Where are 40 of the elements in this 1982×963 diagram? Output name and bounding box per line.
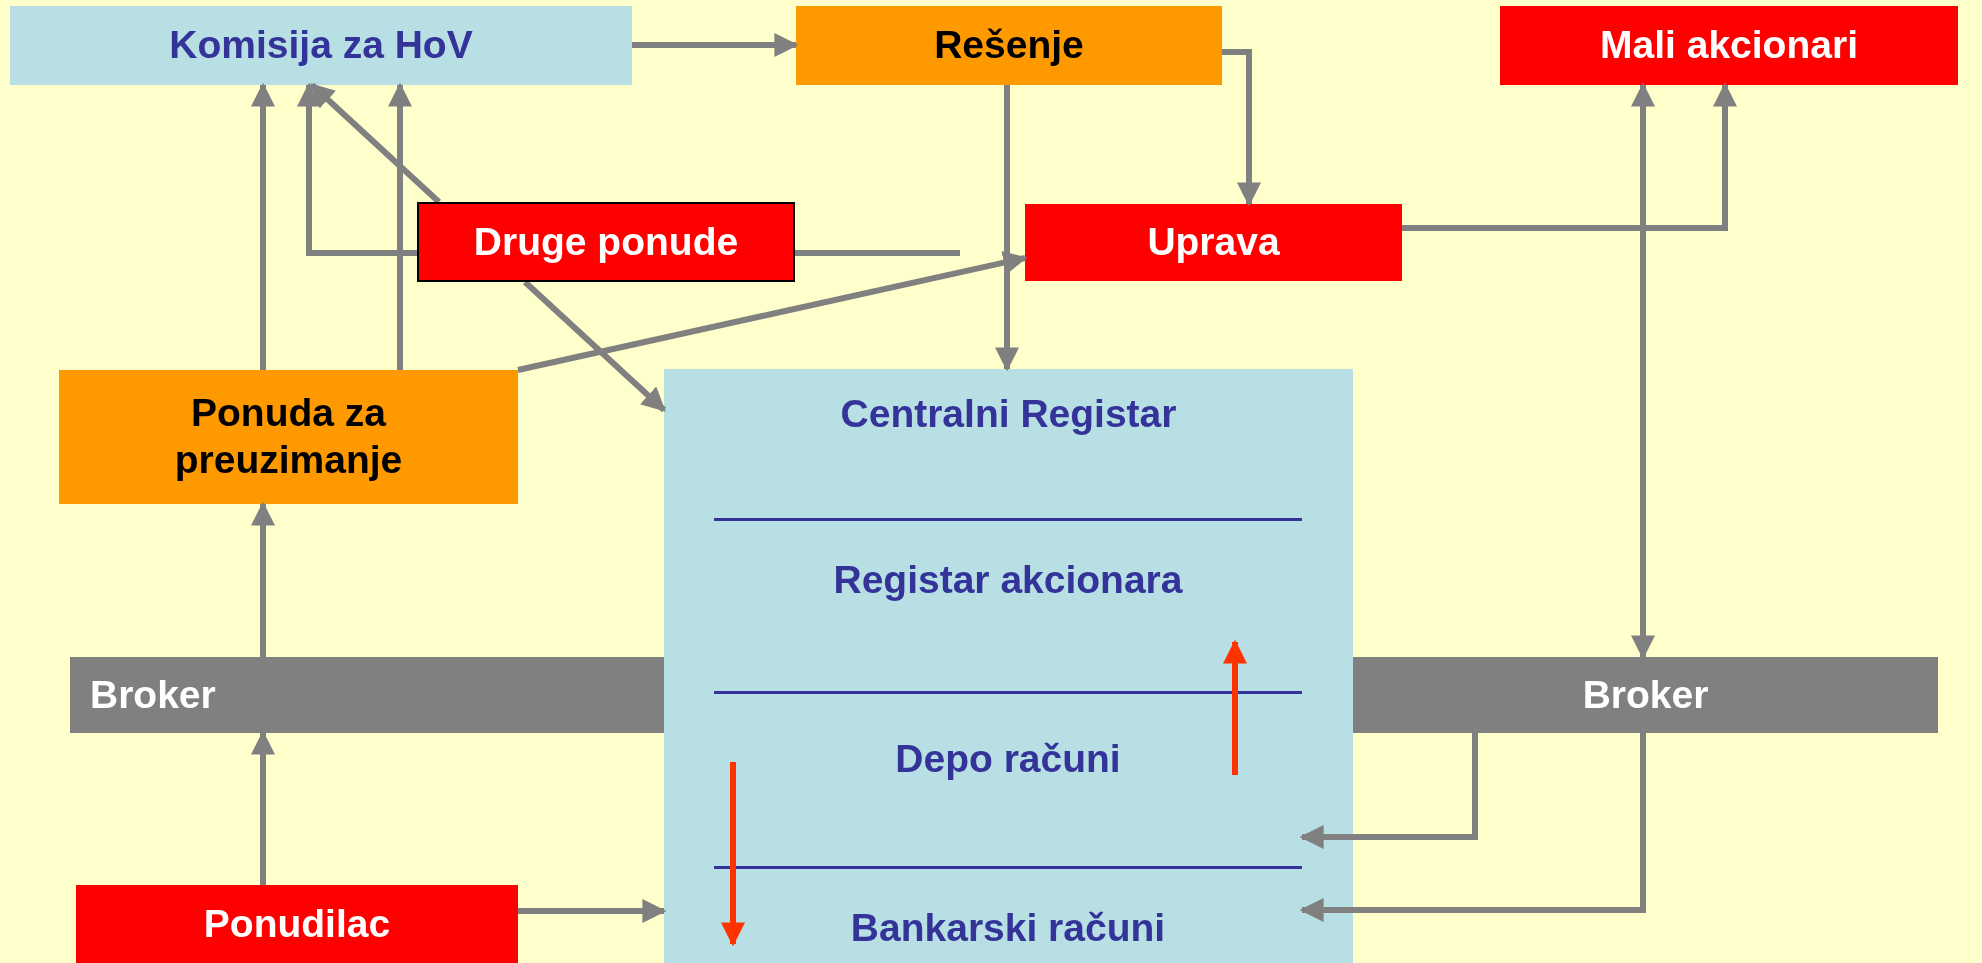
process-box	[796, 6, 1222, 85]
broker-bar	[1353, 657, 1938, 733]
process-box	[59, 370, 518, 504]
arrow	[309, 82, 442, 205]
node-label: Druge ponude	[473, 218, 739, 265]
arrow	[517, 250, 1028, 373]
node-label: Broker	[90, 671, 216, 718]
node-label: Ponudilac	[203, 900, 391, 947]
arrow	[632, 33, 799, 57]
process-box	[10, 6, 632, 85]
broker-bar	[70, 657, 664, 733]
arrow	[1299, 733, 1646, 922]
arrow	[251, 730, 275, 885]
arrow	[251, 82, 275, 370]
node-label: Mali akcionari	[1600, 22, 1858, 69]
arrow	[1222, 49, 1261, 207]
process-box	[417, 202, 795, 282]
node-label: Depo računi	[895, 736, 1121, 782]
register-panel	[664, 369, 1353, 963]
node-label: Broker	[1582, 671, 1709, 718]
arrow	[1402, 82, 1737, 231]
arrow	[518, 899, 667, 923]
arrow	[1223, 639, 1247, 775]
process-box	[1025, 204, 1402, 281]
arrow	[388, 82, 412, 370]
node-label: Rešenje	[934, 22, 1084, 69]
arrow	[522, 279, 667, 413]
node-label: Bankarski računi	[850, 905, 1166, 951]
arrow	[721, 762, 745, 947]
node-label: Ponuda za preuzimanje	[173, 390, 404, 483]
process-box	[76, 885, 518, 963]
arrow	[995, 85, 1019, 372]
node-label: Uprava	[1147, 219, 1280, 266]
node-label: Komisija za HoV	[169, 22, 473, 69]
node-label: Registar akcionara	[833, 557, 1183, 603]
arrow	[1631, 82, 1655, 660]
process-box	[1500, 6, 1958, 85]
arrow	[251, 501, 275, 657]
arrow	[1299, 733, 1478, 849]
node-label: Centralni Registar	[840, 391, 1177, 437]
